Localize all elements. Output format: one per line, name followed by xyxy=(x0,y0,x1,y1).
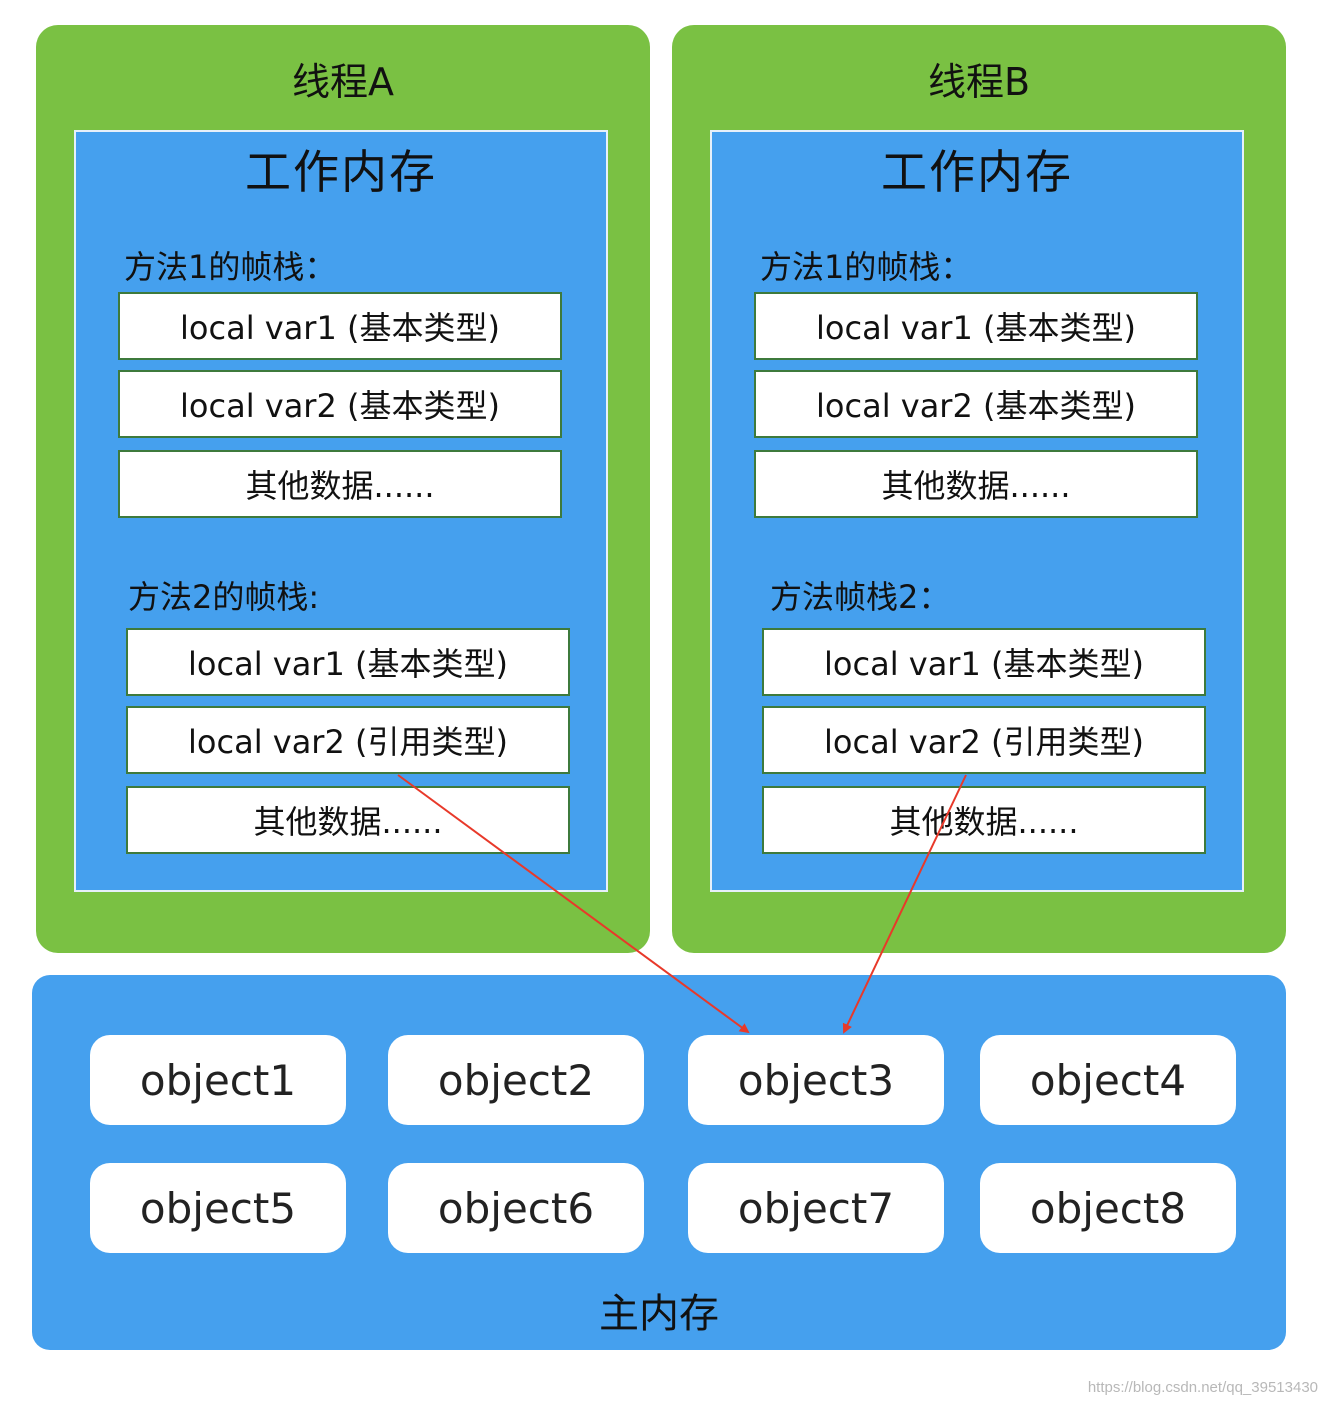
frame2-cell-other: 其他数据...... xyxy=(126,786,570,854)
thread-b-title: 线程B xyxy=(927,60,1031,104)
object-box-4: object4 xyxy=(980,1035,1236,1125)
frame2-cell-var2: local var2 (引用类型) xyxy=(126,706,570,774)
thread-b-work-memory: 工作内存 方法1的帧栈： local var1 (基本类型) local var… xyxy=(710,130,1244,892)
object-box-6: object6 xyxy=(388,1163,644,1253)
frame2-cell-var2: local var2 (引用类型) xyxy=(762,706,1206,774)
work-memory-title: 工作内存 xyxy=(245,145,437,199)
frame2-cell-var1: local var1 (基本类型) xyxy=(126,628,570,696)
frame1-label: 方法1的帧栈： xyxy=(124,248,337,286)
thread-a-title: 线程A xyxy=(292,60,394,104)
main-memory-title: 主内存 xyxy=(599,1291,719,1337)
object-box-3: object3 xyxy=(688,1035,944,1125)
thread-a-panel: 线程A 工作内存 方法1的帧栈： local var1 (基本类型) local… xyxy=(36,25,650,953)
thread-a-work-memory: 工作内存 方法1的帧栈： local var1 (基本类型) local var… xyxy=(74,130,608,892)
frame1-cell-other: 其他数据...... xyxy=(118,450,562,518)
work-memory-title: 工作内存 xyxy=(881,145,1073,199)
object-box-5: object5 xyxy=(90,1163,346,1253)
frame1-cell-var1: local var1 (基本类型) xyxy=(754,292,1198,360)
frame1-cell-var2: local var2 (基本类型) xyxy=(118,370,562,438)
thread-b-panel: 线程B 工作内存 方法1的帧栈： local var1 (基本类型) local… xyxy=(672,25,1286,953)
watermark: https://blog.csdn.net/qq_39513430 xyxy=(1087,1379,1318,1396)
frame1-cell-var2: local var2 (基本类型) xyxy=(754,370,1198,438)
main-memory-panel: object1 object2 object3 object4 object5 … xyxy=(32,975,1286,1350)
object-box-7: object7 xyxy=(688,1163,944,1253)
frame1-cell-other: 其他数据...... xyxy=(754,450,1198,518)
frame2-cell-other: 其他数据...... xyxy=(762,786,1206,854)
frame2-label: 方法2的帧栈: xyxy=(128,578,320,616)
object-box-1: object1 xyxy=(90,1035,346,1125)
object-box-8: object8 xyxy=(980,1163,1236,1253)
frame2-label: 方法帧栈2： xyxy=(770,578,951,616)
object-box-2: object2 xyxy=(388,1035,644,1125)
frame2-cell-var1: local var1 (基本类型) xyxy=(762,628,1206,696)
frame1-cell-var1: local var1 (基本类型) xyxy=(118,292,562,360)
frame1-label: 方法1的帧栈： xyxy=(760,248,973,286)
